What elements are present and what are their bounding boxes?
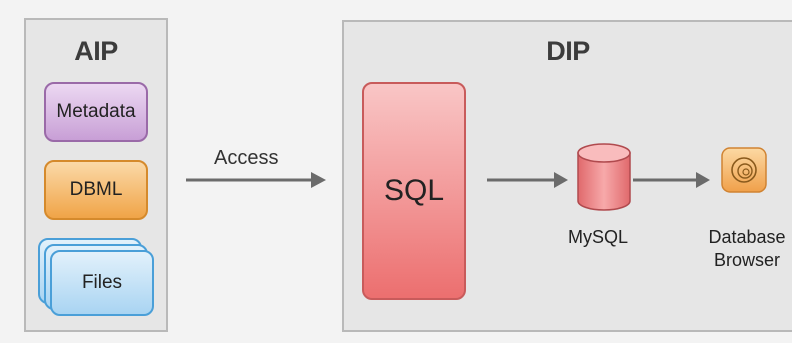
dbml-box: DBML (44, 160, 148, 220)
dip-panel: DIP SQL MySQL Database Browser (342, 20, 792, 332)
access-label: Access (214, 147, 279, 169)
dip-title: DIP (546, 36, 590, 66)
mysql-label: MySQL (567, 227, 628, 247)
mysql-to-browser-arrow (633, 172, 710, 188)
files-box: Files (50, 250, 154, 316)
browser-swirl-icon (721, 147, 767, 193)
database-browser-label: Database Browser (700, 226, 792, 272)
aip-panel: AIP Metadata DBML Files (24, 18, 168, 332)
metadata-box: Metadata (44, 82, 148, 142)
access-arrow (186, 172, 326, 188)
database-browser-label-line2: Browser (713, 250, 780, 270)
sql-to-mysql-arrow (487, 172, 568, 188)
database-browser-label-line1: Database (708, 227, 786, 247)
sql-box: SQL (362, 82, 466, 300)
aip-title: AIP (74, 36, 118, 66)
database-cylinder-icon (577, 143, 631, 211)
